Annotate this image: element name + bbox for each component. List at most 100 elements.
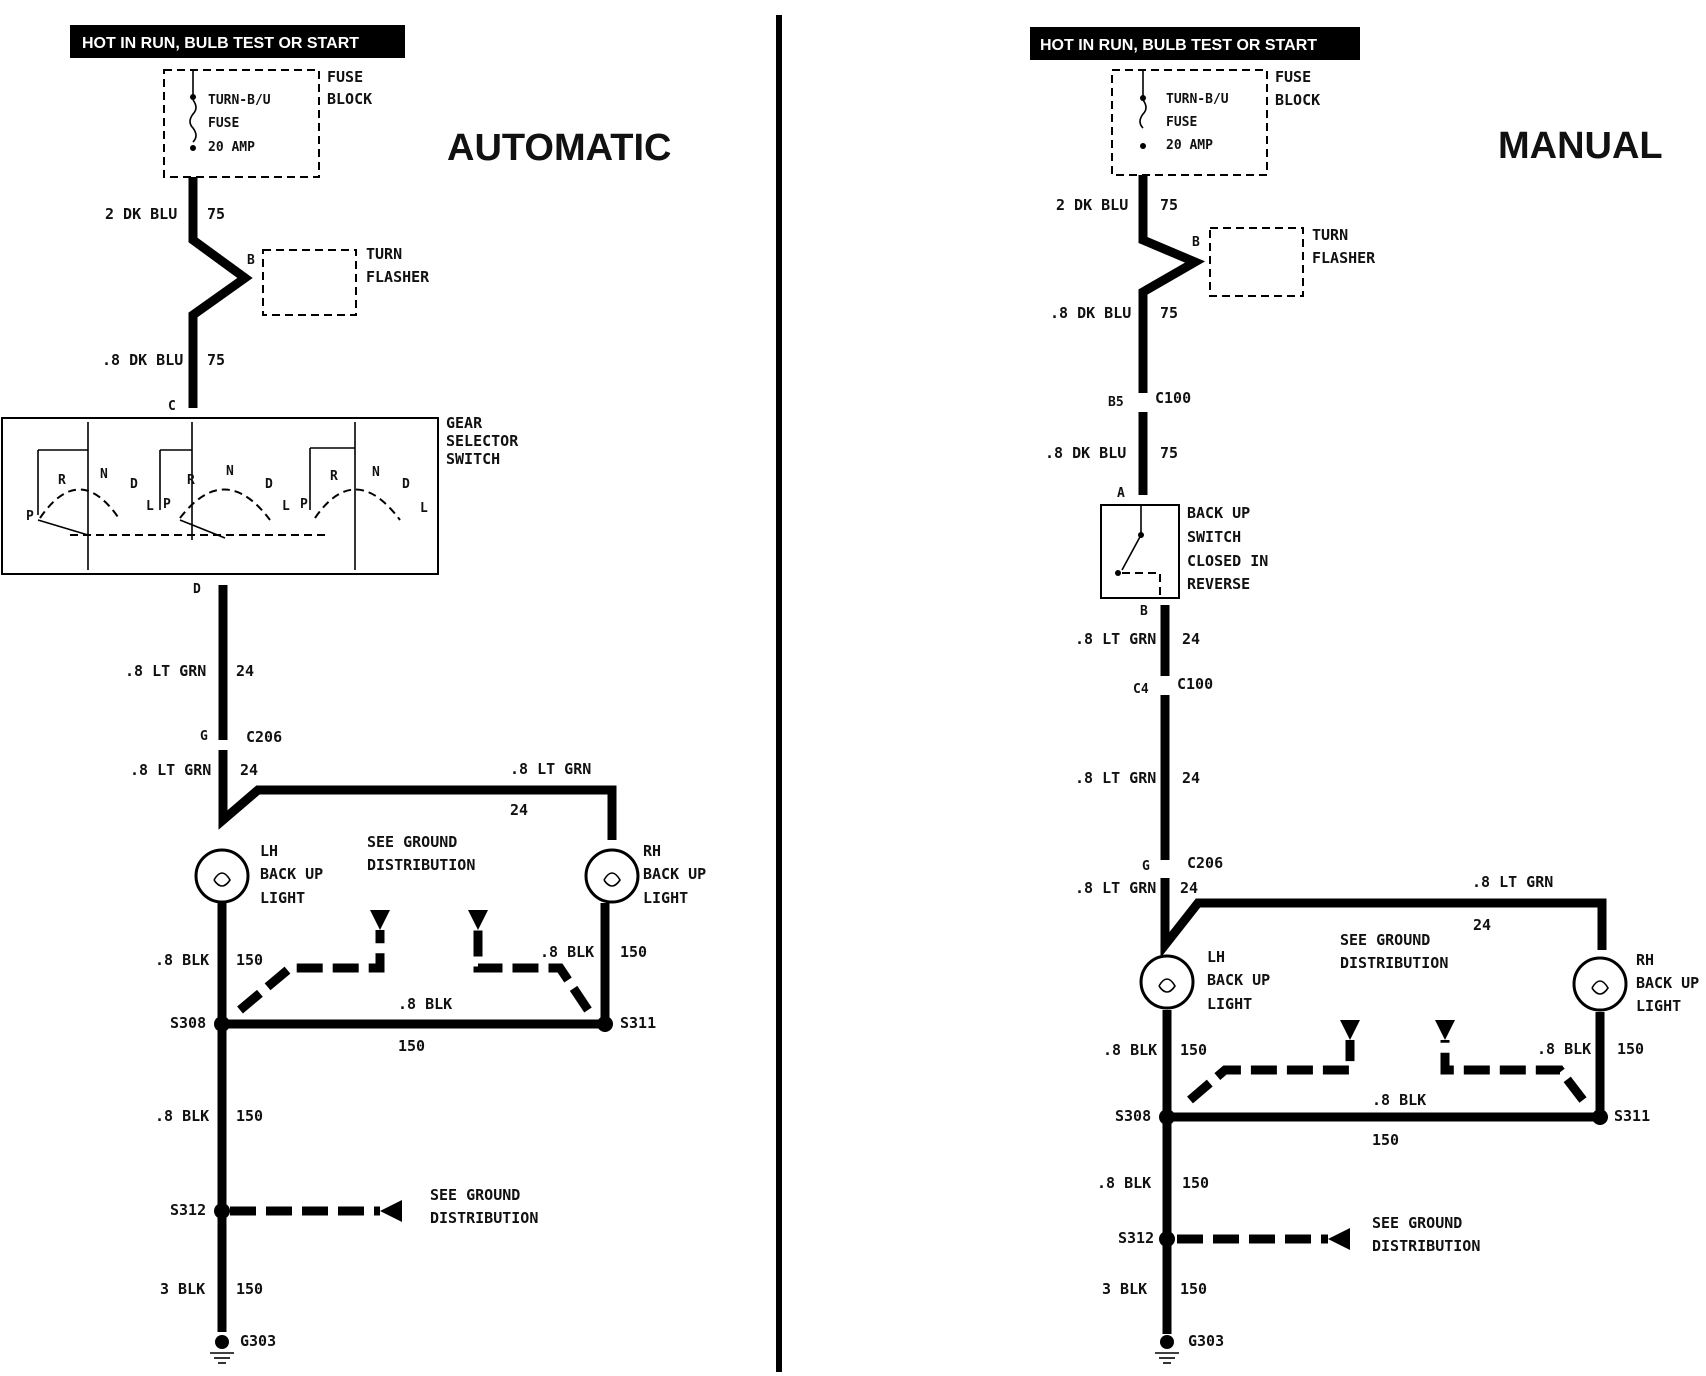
ground-arrow [1435, 1020, 1455, 1040]
see-ground-note-2: DISTRIBUTION [1340, 954, 1448, 972]
wire-label: .8 LT GRN [510, 760, 591, 778]
backup-switch [1100, 504, 1180, 599]
gear-position-p: P [163, 497, 171, 512]
circuit-number: 24 [1473, 916, 1491, 934]
gear-selector-switch [1, 417, 439, 575]
splice-label: S308 [1115, 1107, 1151, 1125]
fuse-label: TURN-B/U [208, 93, 271, 108]
circuit-number: 24 [236, 662, 254, 680]
see-ground-note: SEE GROUND [1372, 1214, 1462, 1232]
lh-backup-light [1139, 954, 1195, 1010]
connector-c206: C206 [1187, 854, 1223, 872]
circuit-number: 150 [236, 951, 263, 969]
lamp-label-3: LIGHT [643, 889, 688, 907]
fuse-block-label-2: BLOCK [1275, 91, 1320, 109]
wire-label: .8 DK BLU [1045, 444, 1126, 462]
switch-label: BACK UP [1187, 504, 1250, 522]
lamp-label-3: LIGHT [260, 889, 305, 907]
ground-label: G303 [1188, 1332, 1224, 1350]
fuse-block-box [163, 69, 320, 178]
fuse-block-label-2: BLOCK [327, 90, 372, 108]
fuse-label-2: FUSE [1166, 115, 1197, 130]
see-ground-note-2: DISTRIBUTION [430, 1209, 538, 1227]
see-ground-note: SEE GROUND [367, 833, 457, 851]
connector-pin: G [1142, 859, 1150, 874]
circuit-number: 24 [1182, 630, 1200, 648]
fuse-amp: 20 AMP [208, 140, 255, 155]
switch-internals [37, 422, 401, 570]
switch-label-4: REVERSE [1187, 575, 1250, 593]
wire-label: .8 DK BLU [102, 351, 183, 369]
wire-label: .8 BLK [1537, 1040, 1591, 1058]
ground-arrow [468, 910, 488, 930]
splice-s311 [1592, 1109, 1608, 1125]
rh-backup-light [584, 848, 640, 904]
rh-backup-light [1572, 956, 1628, 1012]
lamp-label-3: LIGHT [1207, 995, 1252, 1013]
wire-label: 3 BLK [1102, 1280, 1147, 1298]
lamp-label: RH [643, 842, 661, 860]
gear-switch-label-3: SWITCH [446, 450, 500, 468]
header-text: HOT IN RUN, BULB TEST OR START [1040, 37, 1317, 54]
splice-label: S312 [1118, 1229, 1154, 1247]
splice-s312 [214, 1203, 230, 1219]
lh-backup-light [194, 848, 250, 904]
fuse-label: TURN-B/U [1166, 92, 1229, 107]
circuit-number: 24 [240, 761, 258, 779]
pin-label: B [1140, 604, 1148, 619]
circuit-number: 75 [207, 351, 225, 369]
see-ground-note: SEE GROUND [1340, 931, 1430, 949]
gear-position-p: P [26, 509, 34, 524]
gear-switch-label: GEAR [446, 414, 483, 432]
circuit-number: 24 [1180, 879, 1198, 897]
splice-label: S308 [170, 1014, 206, 1032]
circuit-number: 75 [1160, 304, 1178, 322]
wire-label: .8 LT GRN [125, 662, 206, 680]
splice-s312 [1159, 1231, 1175, 1247]
manual-title: MANUAL [1498, 125, 1663, 167]
wire-label: .8 LT GRN [1075, 769, 1156, 787]
gear-position-r: R [330, 469, 338, 484]
wire-label: 3 BLK [160, 1280, 205, 1298]
gear-position-l: L [146, 499, 154, 514]
automatic-panel: HOT IN RUN, BULB TEST OR START AUTOMATIC… [1, 25, 706, 1364]
circuit-number: 150 [398, 1037, 425, 1055]
lt-grn-branch [218, 750, 617, 840]
ground-arrow [1328, 1228, 1350, 1250]
flasher-label: TURN [1312, 226, 1348, 244]
lamp-label: LH [260, 842, 278, 860]
gear-position-l: L [420, 501, 428, 516]
pin-label: B [247, 253, 255, 268]
lamp-label-3: LIGHT [1636, 997, 1681, 1015]
circuit-number: 150 [1180, 1041, 1207, 1059]
switch-label-2: SWITCH [1187, 528, 1241, 546]
circuit-number: 150 [620, 943, 647, 961]
wire-label: .8 DK BLU [1050, 304, 1131, 322]
pin-label: C [168, 399, 176, 414]
header-bar [70, 25, 405, 58]
automatic-title: AUTOMATIC [447, 127, 671, 169]
see-ground-note-2: DISTRIBUTION [1372, 1237, 1480, 1255]
fuse-block-label: FUSE [1275, 68, 1311, 86]
gear-position-l: L [282, 499, 290, 514]
circuit-number: 150 [236, 1107, 263, 1125]
connector-pin: B5 [1108, 395, 1124, 410]
header-bar [1030, 27, 1360, 60]
fuse-symbol [189, 99, 197, 143]
see-ground-note: SEE GROUND [430, 1186, 520, 1204]
connector-c206: C206 [246, 728, 282, 746]
splice-label: S311 [620, 1014, 656, 1032]
fuse-amp: 20 AMP [1166, 138, 1213, 153]
turn-flasher-box [1209, 227, 1304, 297]
connector-pin: C4 [1133, 682, 1149, 697]
wire-label: .8 LT GRN [1075, 630, 1156, 648]
lamp-label-2: BACK UP [1207, 971, 1270, 989]
flasher-label-2: FLASHER [366, 268, 430, 286]
lamp-label-2: BACK UP [260, 865, 323, 883]
fuse-label-2: FUSE [208, 116, 239, 131]
gear-position-d: D [402, 477, 410, 492]
gear-switch-label-2: SELECTOR [446, 432, 519, 450]
circuit-number: 75 [1160, 444, 1178, 462]
circuit-number: 150 [236, 1280, 263, 1298]
